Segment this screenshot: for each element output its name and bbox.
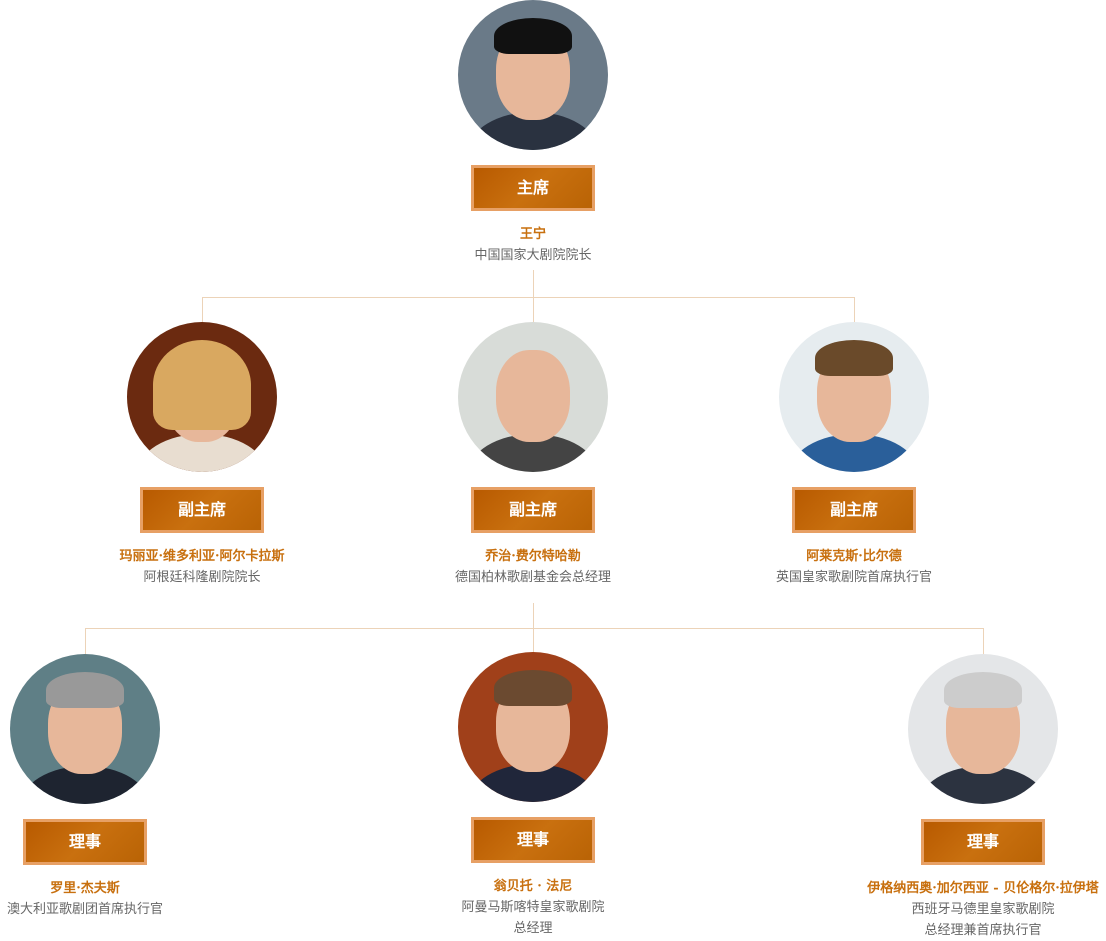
avatar: [10, 654, 160, 804]
role-badge: 副主席: [792, 487, 916, 533]
vice-chair-card: 副主席 玛丽亚·维多利亚·阿尔卡拉斯 阿根廷科隆剧院院长: [52, 322, 352, 588]
connector: [533, 603, 534, 628]
vice-chair-card: 副主席 阿莱克斯·比尔德 英国皇家歌剧院首席执行官: [704, 322, 1004, 588]
connector: [854, 297, 855, 322]
member-title: 澳大利亚歌剧团首席执行官: [6, 902, 163, 917]
member-title: 中国国家大剧院院长: [474, 248, 592, 263]
connector: [85, 628, 984, 629]
avatar: [458, 322, 608, 472]
avatar: [458, 652, 608, 802]
member-name: 罗里·杰夫斯: [50, 881, 120, 896]
chairman-card: 主席 王宁 中国国家大剧院院长: [383, 0, 683, 266]
member-title: 阿曼马斯喀特皇家歌剧院: [461, 900, 605, 915]
role-badge: 副主席: [140, 487, 264, 533]
connector: [533, 628, 534, 655]
connector: [983, 628, 984, 655]
member-name: 王宁: [519, 227, 546, 242]
member-title: 西班牙马德里皇家歌剧院: [911, 902, 1055, 917]
member-title: 总经理兼首席执行官: [924, 923, 1042, 938]
connector: [533, 270, 534, 297]
role-badge: 副主席: [471, 487, 595, 533]
member-name: 乔治·费尔特哈勒: [485, 549, 581, 564]
connector: [202, 297, 855, 298]
member-name: 玛丽亚·维多利亚·阿尔卡拉斯: [119, 549, 285, 564]
role-badge: 理事: [471, 817, 595, 863]
avatar: [908, 654, 1058, 804]
director-card: 理事 翁贝托 · 法尼 阿曼马斯喀特皇家歌剧院 总经理: [383, 652, 683, 939]
vice-chair-card: 副主席 乔治·费尔特哈勒 德国柏林歌剧基金会总经理: [383, 322, 683, 588]
member-title: 德国柏林歌剧基金会总经理: [454, 570, 611, 585]
connector: [533, 297, 534, 322]
member-name: 翁贝托 · 法尼: [493, 879, 573, 894]
member-name: 伊格纳西奥·加尔西亚 - 贝伦格尔·拉伊塔: [867, 881, 1099, 896]
role-badge: 理事: [23, 819, 147, 865]
avatar: [458, 0, 608, 150]
role-badge: 理事: [921, 819, 1045, 865]
connector: [85, 628, 86, 655]
role-badge: 主席: [471, 165, 595, 211]
director-card: 理事 罗里·杰夫斯 澳大利亚歌剧团首席执行官: [0, 654, 235, 920]
director-card: 理事 伊格纳西奥·加尔西亚 - 贝伦格尔·拉伊塔 西班牙马德里皇家歌剧院 总经理…: [833, 654, 1106, 941]
avatar: [779, 322, 929, 472]
member-title: 英国皇家歌剧院首席执行官: [775, 570, 932, 585]
member-title: 阿根廷科隆剧院院长: [143, 570, 261, 585]
member-title: 总经理: [513, 921, 553, 936]
connector: [202, 297, 203, 322]
avatar: [127, 322, 277, 472]
member-name: 阿莱克斯·比尔德: [806, 549, 902, 564]
